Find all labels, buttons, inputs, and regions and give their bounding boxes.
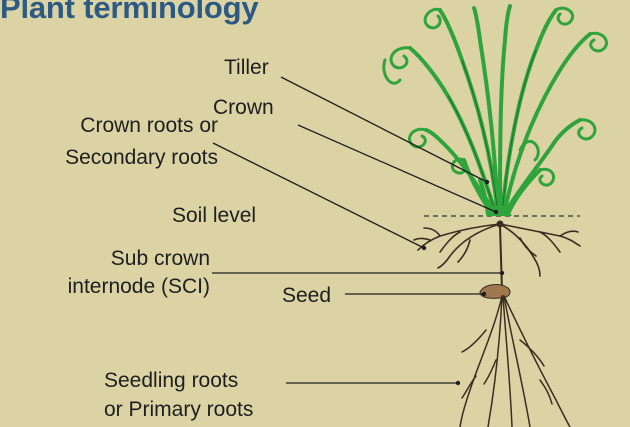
leader-lines <box>212 77 502 383</box>
leaves-and-tillers <box>410 6 590 214</box>
seedling-roots <box>460 296 570 427</box>
label-sci-line2: internode (SCI) <box>20 274 210 300</box>
label-crown: Crown <box>213 95 274 121</box>
label-crown-roots-line1: Crown roots or <box>8 113 218 139</box>
label-sci-line1: Sub crown <box>20 246 210 272</box>
label-seed: Seed <box>282 283 331 309</box>
label-seedling-roots-line1: Seedling roots <box>104 368 238 394</box>
label-crown-roots-line2: Secondary roots <box>8 145 218 171</box>
tiller-leader <box>281 77 487 182</box>
label-soil-level: Soil level <box>172 203 256 229</box>
label-tiller: Tiller <box>224 55 269 81</box>
crown-roots-leader <box>213 143 424 248</box>
crown-roots <box>414 224 580 276</box>
label-seedling-roots-line2: or Primary roots <box>104 397 253 423</box>
seed <box>480 285 510 299</box>
sub-crown-internode <box>500 226 502 290</box>
